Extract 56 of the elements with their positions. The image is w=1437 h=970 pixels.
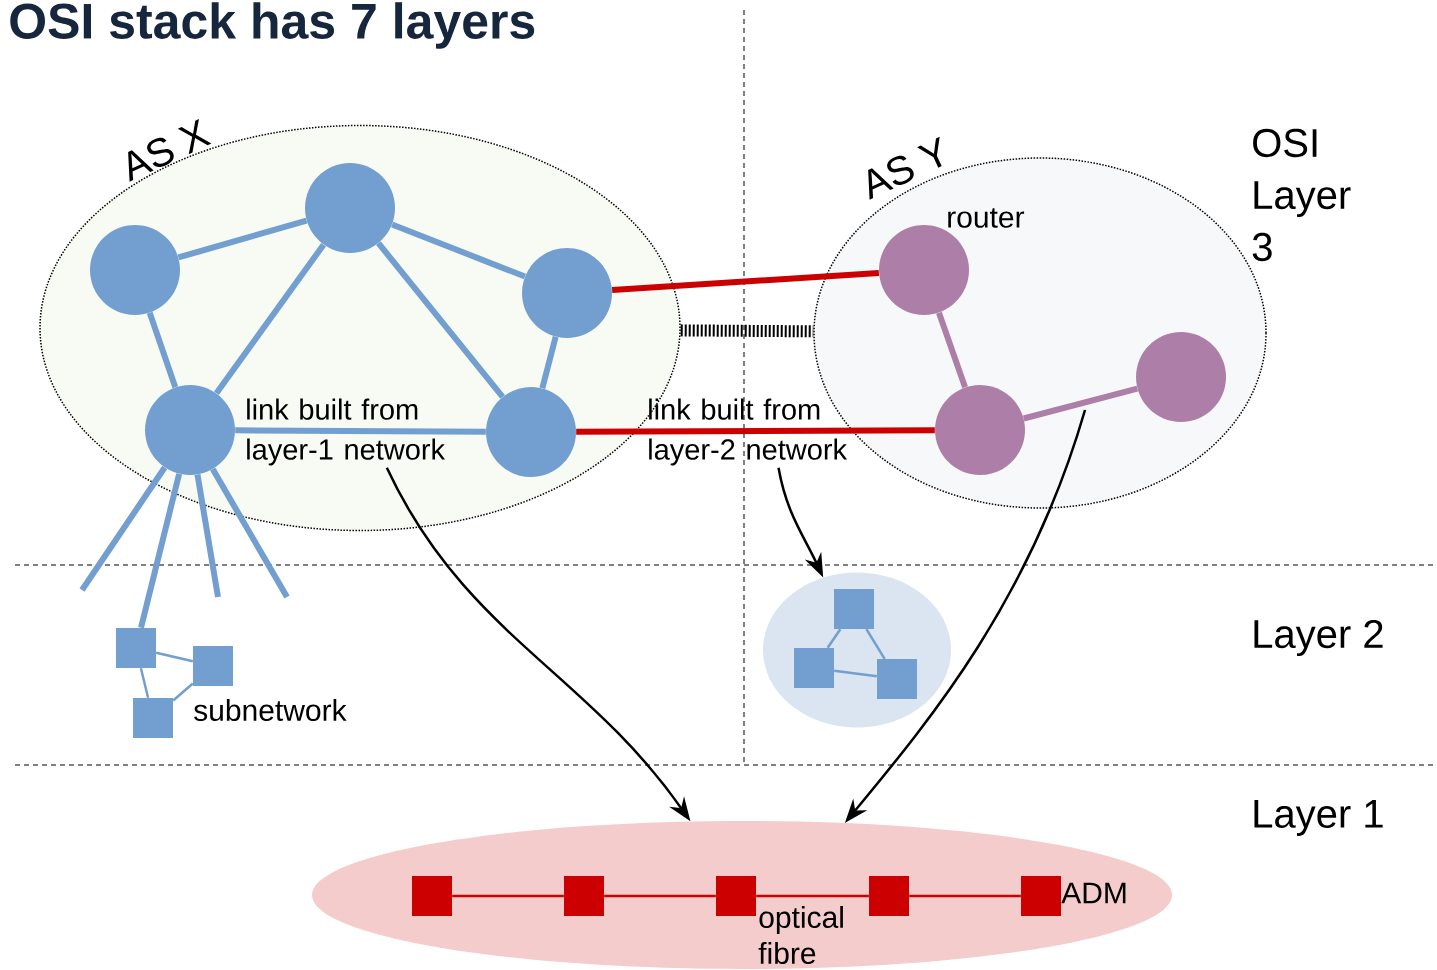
network-node (522, 248, 612, 338)
link-line (79, 465, 168, 592)
text-label: OSI Layer 3 (1252, 128, 1351, 262)
square-node (412, 876, 452, 916)
ellipse-region (312, 821, 1172, 969)
square-node (116, 628, 156, 668)
network-node (145, 385, 235, 475)
link-line (194, 474, 221, 598)
network-node (305, 163, 395, 253)
link-line (539, 336, 559, 389)
text-label: subnetwork (194, 699, 347, 722)
link-line (834, 669, 877, 678)
text-label: optical fibre (758, 906, 843, 965)
hatched-link (680, 324, 814, 338)
link-line (604, 894, 716, 898)
link-line (376, 241, 505, 399)
square-node (794, 648, 834, 688)
text-label: Layer 1 (1254, 800, 1383, 836)
region-label: AS Y (868, 136, 942, 200)
link-line (576, 427, 935, 435)
link-line (214, 242, 326, 396)
network-node (935, 385, 1025, 475)
link-line (452, 894, 564, 898)
node-caption: router (948, 208, 1025, 228)
link-label: link built from layer-1 network (247, 398, 446, 466)
link-line (1022, 385, 1139, 422)
link-line (909, 894, 1021, 898)
square-node (716, 876, 756, 916)
square-node (877, 659, 917, 699)
link-line (611, 269, 880, 294)
link-line (865, 628, 886, 660)
link-line (172, 682, 194, 702)
link-line (155, 651, 194, 663)
network-node (486, 387, 576, 477)
link-line (177, 217, 308, 261)
network-node (90, 225, 180, 315)
square-node (564, 876, 604, 916)
node-caption: ADM (1061, 882, 1126, 904)
network-node (1136, 332, 1226, 422)
link-line (826, 628, 842, 649)
text-label: Layer 2 (1254, 619, 1383, 657)
square-node (133, 698, 173, 738)
link-line (756, 894, 869, 898)
heading: OSI stack has 7 layers (10, 2, 535, 49)
link-line (391, 221, 526, 280)
square-node (193, 646, 233, 686)
link-line (235, 427, 486, 435)
link-line (138, 473, 183, 629)
link-line (210, 467, 290, 599)
link-line (936, 311, 968, 389)
link-line (139, 667, 150, 699)
link-line (146, 311, 179, 389)
link-label: link built from layer-2 network (649, 398, 848, 466)
square-node (869, 876, 909, 916)
square-node (834, 589, 874, 629)
region-label: AS X (128, 119, 212, 182)
